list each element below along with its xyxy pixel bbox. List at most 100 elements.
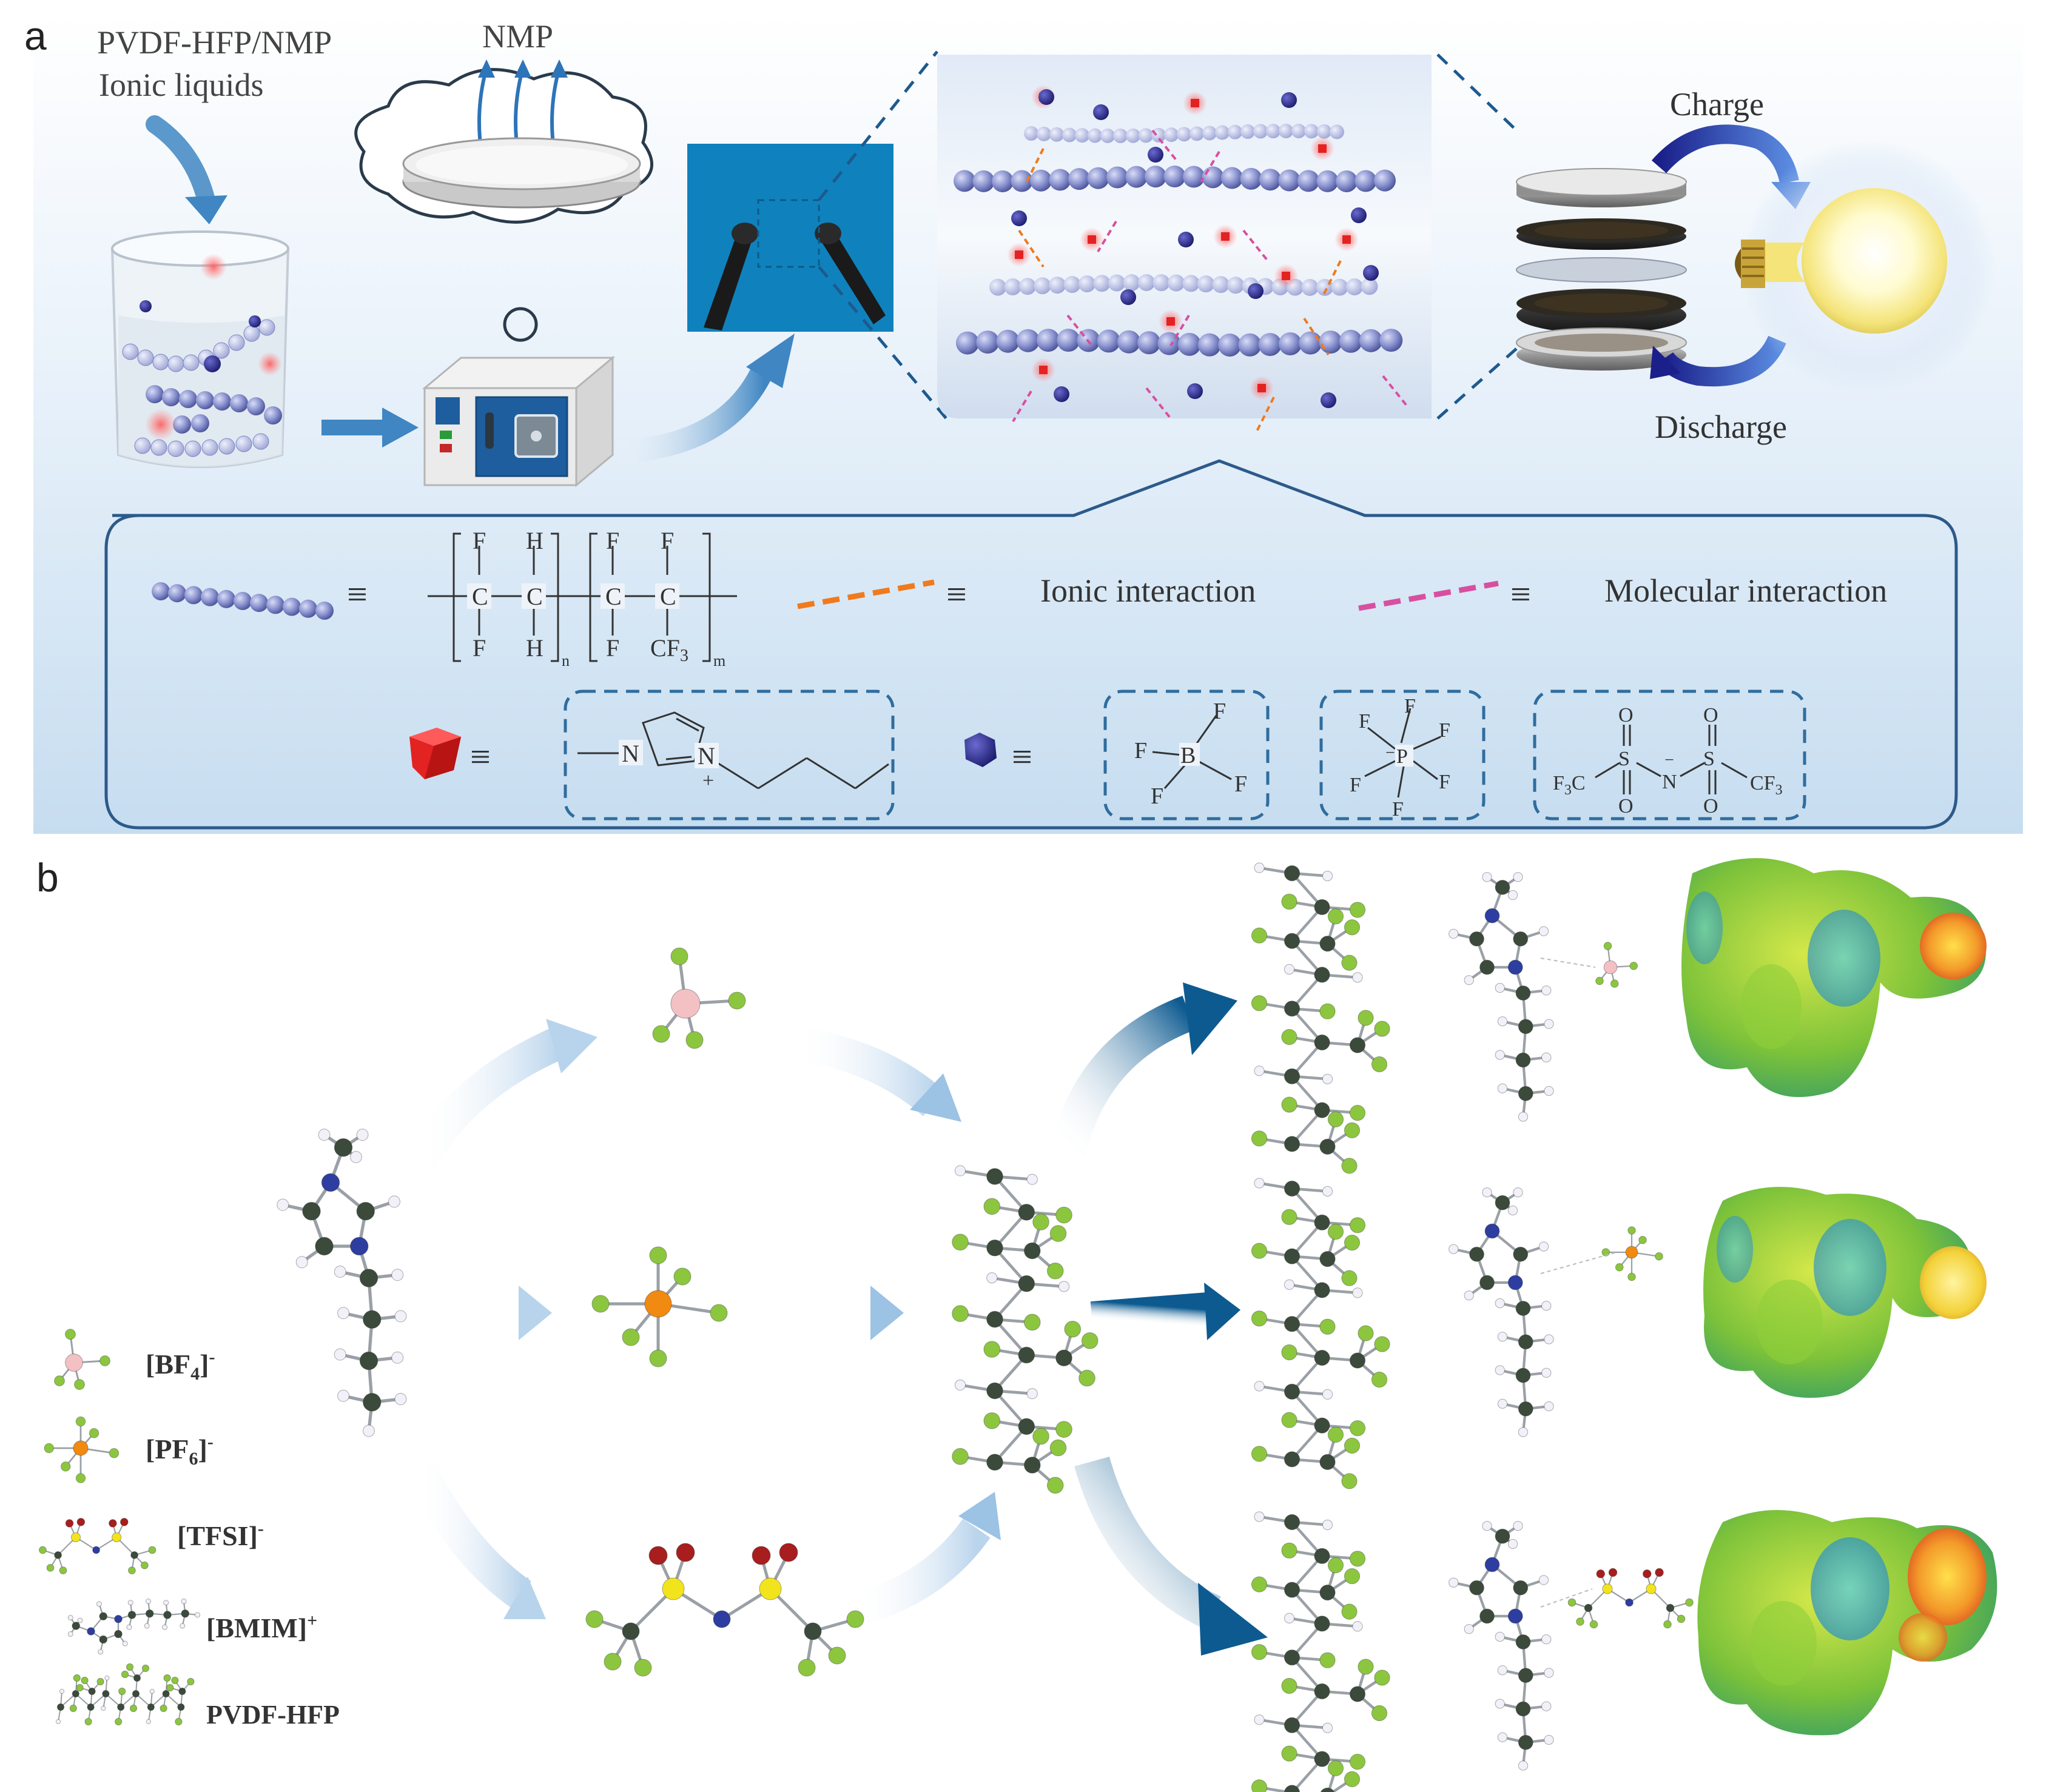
polymer-bead bbox=[954, 170, 975, 192]
atom-h bbox=[1284, 1279, 1295, 1290]
svg-text:O: O bbox=[1703, 704, 1718, 727]
atom-c bbox=[1284, 1068, 1301, 1084]
atom-c bbox=[1479, 1608, 1495, 1624]
atom-c bbox=[1018, 1275, 1035, 1292]
atom-c bbox=[147, 1703, 155, 1711]
polymer-bead bbox=[1011, 170, 1033, 192]
polymer-bead bbox=[1016, 329, 1040, 352]
atom-c bbox=[1518, 1401, 1533, 1417]
polymer-bead bbox=[250, 594, 268, 612]
polymer-bead bbox=[1088, 128, 1102, 143]
polymer-bead bbox=[1359, 329, 1382, 352]
svg-text:B: B bbox=[1180, 743, 1196, 768]
atom-h bbox=[163, 1600, 169, 1606]
atom-h bbox=[180, 1623, 186, 1629]
atom-c bbox=[1018, 1346, 1035, 1364]
atom-h bbox=[954, 1379, 966, 1391]
atom-c bbox=[1284, 1649, 1301, 1666]
interaction-dash bbox=[1012, 390, 1032, 423]
arrowhead-icon bbox=[746, 334, 795, 388]
atom-h bbox=[146, 1719, 151, 1725]
charge-label: Charge bbox=[1670, 86, 1764, 122]
atom-c bbox=[162, 1690, 170, 1698]
atom-f bbox=[61, 1461, 71, 1472]
atom-c bbox=[72, 1690, 79, 1698]
atom-f bbox=[1576, 1617, 1584, 1626]
panel-b-letter: b bbox=[36, 855, 59, 900]
atom-h bbox=[1495, 1699, 1505, 1709]
atom-f bbox=[74, 1379, 85, 1390]
atom-h bbox=[1254, 1381, 1265, 1392]
complex-bmim bbox=[1449, 1187, 1554, 1437]
atom-c bbox=[178, 1687, 186, 1696]
cation-icon bbox=[1088, 235, 1096, 244]
atom-f bbox=[1638, 1235, 1647, 1244]
atom-c bbox=[1495, 1528, 1510, 1544]
atom-c bbox=[1515, 1701, 1531, 1717]
polymer-bead bbox=[1182, 275, 1200, 292]
atom-f bbox=[89, 1428, 99, 1438]
svg-text:N: N bbox=[1662, 771, 1677, 793]
atom-h bbox=[77, 1617, 83, 1623]
atom-h bbox=[1497, 1332, 1508, 1342]
atom-h bbox=[1449, 1244, 1459, 1254]
atom-h bbox=[334, 1348, 346, 1361]
svg-text:C: C bbox=[472, 583, 488, 610]
svg-text:F: F bbox=[1359, 710, 1370, 733]
atom-c bbox=[163, 1611, 172, 1619]
atom-h bbox=[1322, 1389, 1333, 1400]
atom-c bbox=[1284, 1717, 1301, 1733]
atom-s bbox=[1646, 1583, 1657, 1594]
atom-h bbox=[1507, 890, 1518, 901]
atom-c bbox=[315, 1237, 334, 1256]
atom-f bbox=[1281, 1412, 1297, 1428]
atom-h bbox=[1464, 975, 1474, 985]
cation-icon bbox=[1257, 384, 1266, 392]
atom-h bbox=[1495, 982, 1505, 993]
atom-c bbox=[1513, 931, 1529, 947]
atom-h bbox=[1449, 928, 1459, 939]
atom-h bbox=[1482, 1521, 1492, 1531]
polymer-bead bbox=[234, 592, 252, 610]
atom-f bbox=[109, 1448, 119, 1458]
atom-c bbox=[1518, 1086, 1533, 1101]
svg-text:N: N bbox=[698, 742, 715, 770]
atom-n bbox=[1484, 1223, 1500, 1239]
atom-o bbox=[1596, 1569, 1605, 1579]
atom-h bbox=[1538, 1241, 1549, 1252]
atom-f bbox=[1251, 1779, 1268, 1792]
atom-h bbox=[1497, 1016, 1508, 1027]
polymer-bead bbox=[1336, 170, 1358, 192]
molecular-interaction-line bbox=[1358, 580, 1499, 611]
atom-c bbox=[1284, 933, 1301, 949]
atom-f bbox=[1341, 1270, 1358, 1286]
atom-c bbox=[1666, 1603, 1675, 1612]
atom-f bbox=[1603, 942, 1612, 950]
legend-pf6-label: [PF6]- bbox=[146, 1432, 214, 1469]
atom-f bbox=[1032, 1213, 1049, 1230]
atom-c bbox=[1349, 1686, 1366, 1702]
svg-text:−: − bbox=[1664, 751, 1674, 770]
legend-tfsi-label: [TFSI]- bbox=[177, 1519, 264, 1551]
atom-o bbox=[1608, 1568, 1618, 1577]
atom-f bbox=[96, 1677, 104, 1686]
polymer-bead bbox=[1177, 332, 1201, 356]
atom-f bbox=[1327, 1760, 1344, 1776]
atom-f bbox=[1349, 1420, 1366, 1437]
output-arrow-icon bbox=[1049, 995, 1196, 1157]
atom-h bbox=[1497, 1732, 1508, 1742]
svg-text:F: F bbox=[1439, 771, 1450, 793]
atom-f bbox=[1341, 1158, 1358, 1174]
atom-h bbox=[1538, 1575, 1549, 1585]
atom-f bbox=[1251, 1243, 1268, 1259]
atom-f bbox=[1344, 1437, 1361, 1454]
atom-c bbox=[1314, 1214, 1330, 1230]
coin-cell-icon bbox=[1516, 168, 1687, 371]
atom-o bbox=[676, 1543, 695, 1562]
equiv-symbol: ≡ bbox=[470, 737, 491, 777]
polymer-bead bbox=[266, 596, 284, 614]
polymer-bead bbox=[1030, 169, 1052, 192]
atom-h bbox=[1464, 1290, 1474, 1301]
legend-bf4-molecule bbox=[54, 1329, 110, 1390]
atom-f bbox=[1358, 1659, 1374, 1675]
